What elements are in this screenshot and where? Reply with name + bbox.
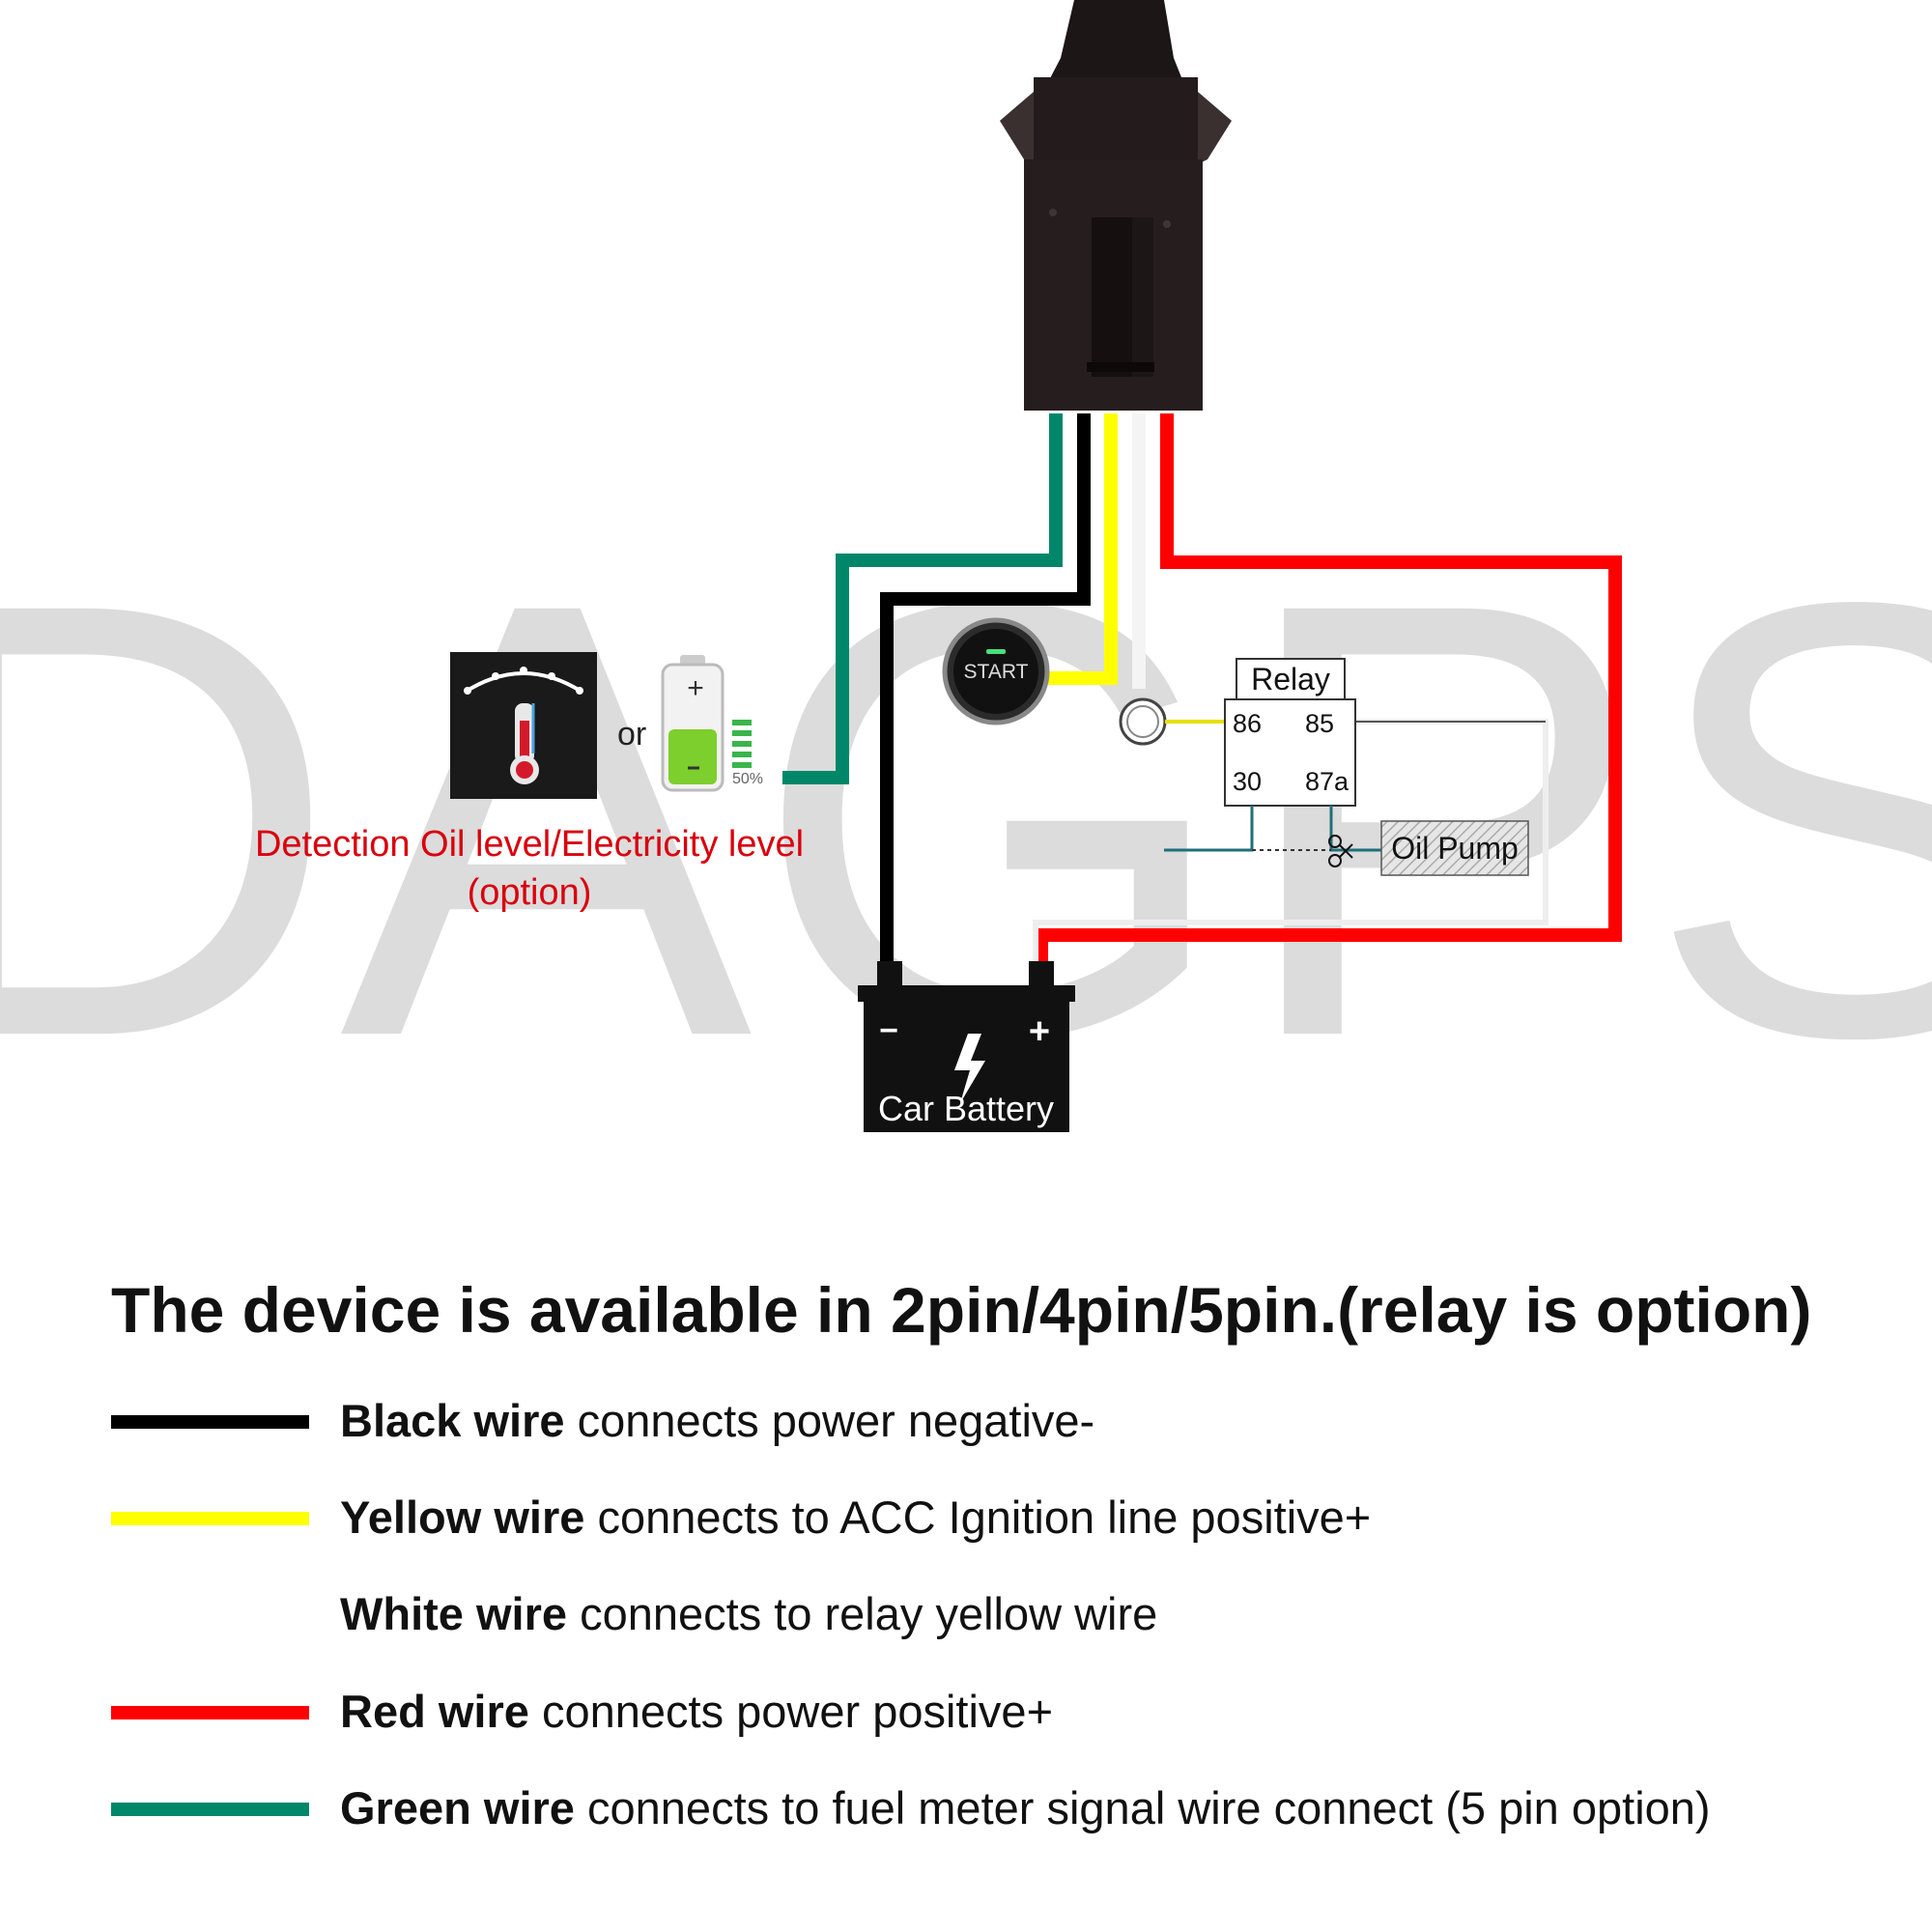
legend-description: connects to fuel meter signal wire conne…: [574, 1782, 1711, 1833]
svg-text:+: +: [687, 672, 704, 704]
oil-pump-box: [1380, 820, 1529, 876]
black-wire-swatch: [111, 1415, 309, 1429]
legend-row-red: Red wire connects power positive+: [111, 1683, 1850, 1741]
detection-label-line1: Detection Oil level/Electricity level: [255, 824, 804, 865]
battery-minus: −: [879, 1012, 898, 1049]
legend-text: White wire connects to relay yellow wire: [340, 1585, 1157, 1643]
wire-harness-connector-icon: [1000, 0, 1232, 411]
relay-pin-30: 30: [1233, 767, 1262, 796]
legend-row-white: White wire connects to relay yellow wire: [111, 1585, 1850, 1643]
white-wire-swatch: [111, 1608, 309, 1622]
battery-percent-label: 50%: [732, 771, 763, 787]
oil-pump-label: Oil Pump: [1391, 831, 1519, 866]
legend-text: Red wire connects power positive+: [340, 1683, 1053, 1741]
relay-title: Relay: [1251, 662, 1330, 696]
legend-description: connects power negative-: [564, 1395, 1095, 1446]
green-wire: [782, 413, 1063, 784]
legend-wire-name: White wire: [340, 1588, 568, 1639]
detection-label-line2: (option): [468, 872, 592, 913]
legend-row-black: Black wire connects power negative-: [111, 1392, 1850, 1450]
legend-row-yellow: Yellow wire connects to ACC Ignition lin…: [111, 1489, 1850, 1547]
green-wire-swatch: [111, 1803, 309, 1816]
battery-charge-icon: +: [661, 655, 752, 792]
relay: [1224, 658, 1356, 807]
car-battery-icon: [858, 961, 1075, 1132]
wiring-diagram: DAGPS or +: [0, 0, 1932, 1165]
fuel-gauge-icon: [450, 652, 597, 799]
legend-description: connects to relay yellow wire: [567, 1588, 1158, 1639]
legend-text: Yellow wire connects to ACC Ignition lin…: [340, 1489, 1371, 1547]
legend-wire-name: Yellow wire: [340, 1492, 585, 1543]
legend-wire-name: Red wire: [340, 1686, 529, 1737]
legend-row-green: Green wire connects to fuel meter signal…: [111, 1779, 1850, 1837]
legend-wire-name: Black wire: [340, 1395, 565, 1446]
start-button-icon: [942, 617, 1050, 725]
car-battery-label: Car Battery: [878, 1089, 1054, 1128]
legend-text: Green wire connects to fuel meter signal…: [340, 1779, 1711, 1837]
legend-text: Black wire connects power negative-: [340, 1392, 1094, 1450]
legend-description: connects power positive+: [528, 1686, 1054, 1737]
yellow-wire: [1045, 413, 1118, 685]
scissors-icon: [1328, 835, 1353, 867]
battery-plus: +: [1029, 1011, 1050, 1052]
relay-pin-86: 86: [1233, 709, 1262, 738]
headline: The device is available in 2pin/4pin/5pi…: [111, 1274, 1812, 1346]
legend-description: connects to ACC Ignition line positive+: [584, 1492, 1372, 1543]
relay-pin-87a: 87a: [1305, 767, 1350, 796]
red-wire: [1035, 413, 1622, 961]
yellow-wire-swatch: [111, 1512, 309, 1525]
start-label: START: [964, 661, 1029, 683]
legend-wire-name: Green wire: [340, 1782, 575, 1833]
relay-pin-85: 85: [1305, 709, 1334, 738]
red-wire-swatch: [111, 1706, 309, 1719]
black-wire: [880, 413, 1091, 961]
or-label: or: [617, 716, 646, 753]
